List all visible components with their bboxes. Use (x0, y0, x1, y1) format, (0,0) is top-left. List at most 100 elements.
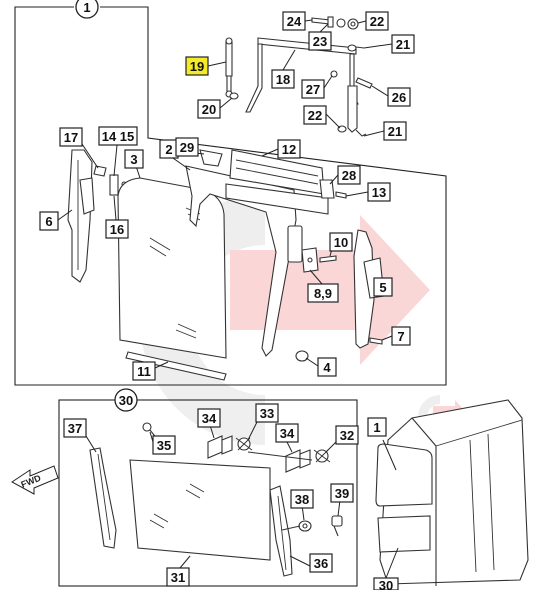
fwd-arrow: FWD (11, 465, 59, 495)
svg-text:4: 4 (323, 360, 331, 375)
callout-13: 13 (367, 182, 391, 202)
svg-text:12: 12 (282, 142, 296, 157)
svg-text:24: 24 (287, 14, 302, 29)
svg-text:20: 20 (202, 102, 216, 117)
svg-text:14 15: 14 15 (102, 129, 135, 144)
callout-37: 37 (63, 418, 87, 438)
callout-36: 36 (309, 553, 333, 573)
callout-39: 39 (330, 483, 354, 503)
svg-text:31: 31 (171, 570, 185, 585)
strip-36 (269, 485, 293, 577)
rear-post-6 (67, 149, 95, 283)
svg-text:17: 17 (64, 130, 78, 145)
svg-text:19: 19 (190, 59, 204, 74)
bolt-7 (369, 337, 383, 345)
glass-panel-3 (117, 177, 227, 359)
callout-22-mid: 22 (303, 105, 327, 125)
hinge-32 (313, 449, 331, 463)
bolt-24 (311, 16, 334, 28)
clip-17 (93, 165, 107, 177)
callout-32: 32 (335, 425, 359, 445)
callout-34-right: 34 (275, 423, 299, 443)
callout-1-cab: 1 (367, 417, 387, 437)
callout-11: 11 (132, 361, 156, 381)
bolt-26 (355, 77, 373, 89)
callout-34-left: 34 (197, 408, 221, 428)
callout-1-group-top: 1 (75, 0, 99, 19)
callout-28: 28 (337, 165, 361, 185)
callout-19-highlighted: 19 (185, 56, 209, 76)
callout-4: 4 (317, 357, 337, 377)
spacer-34-right (285, 449, 311, 473)
callout-30-group-bottom: 30 (114, 388, 138, 412)
svg-text:27: 27 (306, 82, 320, 97)
callout-3: 3 (124, 149, 144, 169)
svg-text:2: 2 (165, 142, 172, 157)
callout-27: 27 (301, 79, 325, 99)
callout-24: 24 (282, 11, 306, 31)
svg-text:11: 11 (137, 364, 151, 379)
cap-4 (295, 350, 309, 362)
spacer-34-left (207, 435, 233, 459)
callout-20: 20 (197, 99, 221, 119)
svg-text:35: 35 (157, 438, 171, 453)
bolt-21-upper (347, 44, 365, 52)
svg-text:34: 34 (202, 411, 217, 426)
cab-illustration (375, 399, 529, 586)
svg-text:1: 1 (373, 420, 380, 435)
svg-text:23: 23 (313, 34, 327, 49)
callout-14-15: 14 15 (98, 126, 138, 146)
callout-21-mid: 21 (383, 121, 407, 141)
svg-text:33: 33 (260, 406, 274, 421)
callout-38: 38 (290, 489, 314, 509)
callout-17: 17 (59, 127, 83, 147)
washer-20 (229, 92, 239, 100)
hinge-28 (319, 179, 335, 199)
svg-text:34: 34 (280, 426, 295, 441)
bolt-21-lower (355, 129, 367, 137)
svg-text:22: 22 (308, 108, 322, 123)
callout-30-cab: 30 (373, 577, 399, 590)
svg-text:30: 30 (119, 393, 133, 408)
callout-6: 6 (39, 211, 59, 231)
gasket-29 (199, 149, 223, 167)
svg-text:36: 36 (314, 556, 328, 571)
bracket-8-9 (301, 247, 319, 273)
callout-18: 18 (271, 69, 295, 89)
callout-5: 5 (373, 277, 393, 297)
callout-21-top: 21 (391, 34, 415, 54)
nut-27 (330, 70, 338, 78)
svg-text:30: 30 (379, 578, 393, 590)
svg-text:16: 16 (110, 222, 124, 237)
svg-text:8,9: 8,9 (314, 286, 332, 301)
svg-text:5: 5 (379, 280, 386, 295)
callout-7: 7 (391, 326, 411, 346)
callout-12: 12 (277, 139, 301, 159)
svg-text:37: 37 (68, 421, 82, 436)
glass-panel-31 (129, 459, 271, 561)
assembly-leader (247, 451, 313, 531)
svg-text:32: 32 (340, 428, 354, 443)
svg-text:29: 29 (180, 140, 194, 155)
door-frame-2 (185, 165, 329, 357)
gas-strut-19 (225, 37, 233, 98)
svg-text:1: 1 (83, 0, 90, 15)
svg-text:38: 38 (295, 492, 309, 507)
callout-26: 26 (387, 87, 411, 107)
callout-16: 16 (105, 219, 129, 239)
seal-strip-11 (125, 351, 227, 381)
callout-29: 29 (175, 137, 199, 157)
svg-text:26: 26 (392, 90, 406, 105)
callout-22-top: 22 (365, 11, 389, 31)
bolt-13 (335, 191, 347, 199)
leader-lines (57, 19, 399, 579)
pin-10 (319, 255, 337, 263)
callout-31: 31 (166, 567, 190, 587)
svg-text:22: 22 (370, 14, 384, 29)
washer-23 (336, 18, 346, 28)
callout-2: 2 (159, 139, 179, 159)
svg-text:39: 39 (335, 486, 349, 501)
callout-8-9: 8,9 (307, 283, 339, 303)
svg-text:6: 6 (45, 214, 52, 229)
callout-23: 23 (308, 31, 332, 51)
